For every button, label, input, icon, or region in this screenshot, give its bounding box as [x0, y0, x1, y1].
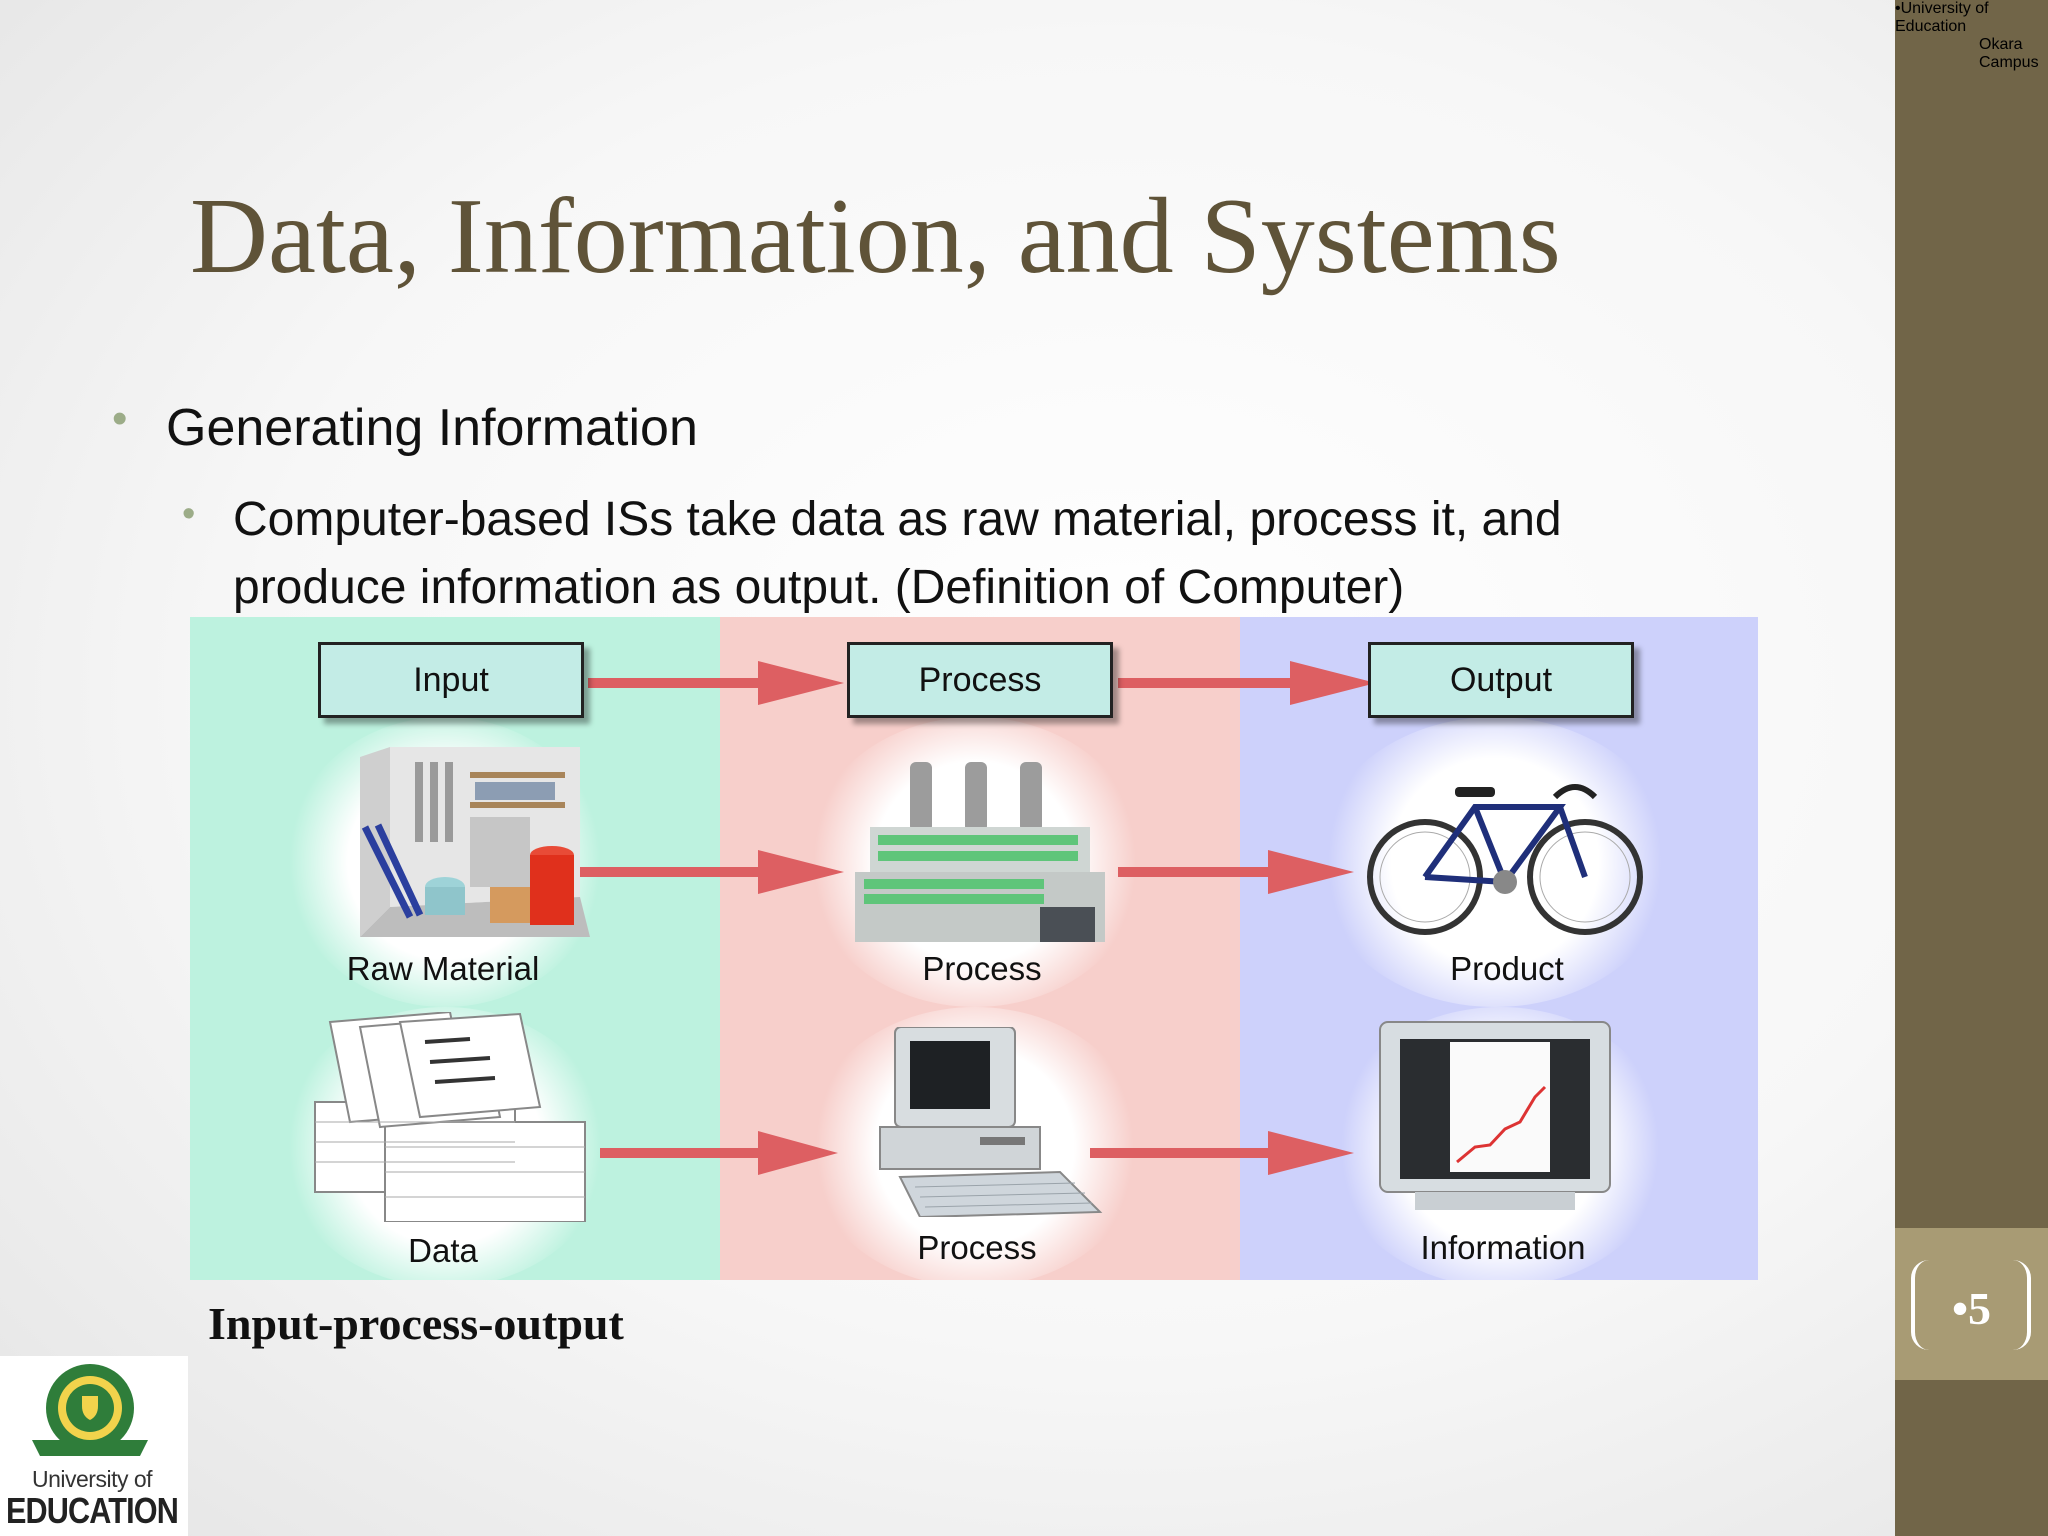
computer-icon [879, 1027, 1103, 1217]
page-number-block [1895, 1228, 2048, 1380]
bullet-level2-text: Computer-based ISs take data as raw mate… [233, 493, 1562, 614]
factory-icon [855, 762, 1105, 942]
sidebar: •5 [1895, 0, 2048, 1536]
diagram-caption: Input-process-output [208, 1298, 624, 1349]
page-number: •5 [1951, 1283, 1992, 1334]
information-label: Information [1420, 1229, 1586, 1266]
vertical-text-line1: •University of Education [1895, 0, 1989, 35]
logo-small-text: University of [32, 1466, 153, 1492]
data-label: Data [408, 1232, 478, 1269]
raw-material-icon [360, 747, 590, 937]
process-header: Process [847, 642, 1113, 718]
data-papers-icon [314, 1012, 586, 1222]
input-header: Input [318, 642, 584, 718]
process-label-row2: Process [917, 1229, 1037, 1266]
slide-title: Data, Information, and Systems [190, 177, 1561, 296]
page-number-frame [1911, 1260, 2031, 1350]
flow-arrows [578, 661, 1376, 1175]
bullet-dot: • [182, 493, 196, 535]
bullet-level1-text: Generating Information [166, 399, 698, 457]
bullet-dot: • [112, 394, 128, 443]
bicycle-icon [1367, 784, 1643, 935]
product-label: Product [1450, 950, 1564, 987]
university-logo: University of EDUCATION [0, 1356, 188, 1536]
input-process-output-diagram: Input Process Output Raw Material Proces… [190, 617, 1758, 1280]
process-label-row1: Process [922, 950, 1042, 987]
raw-material-label: Raw Material [346, 950, 540, 987]
vertical-campus-text: •University of Education Okara Campus [1895, 0, 2048, 72]
output-header: Output [1368, 642, 1634, 718]
logo-big-text: EDUCATION [6, 1490, 179, 1531]
university-seal-icon [32, 1364, 148, 1456]
information-monitor-icon [1379, 1021, 1611, 1210]
vertical-text-line2: Okara Campus [1979, 36, 2039, 71]
